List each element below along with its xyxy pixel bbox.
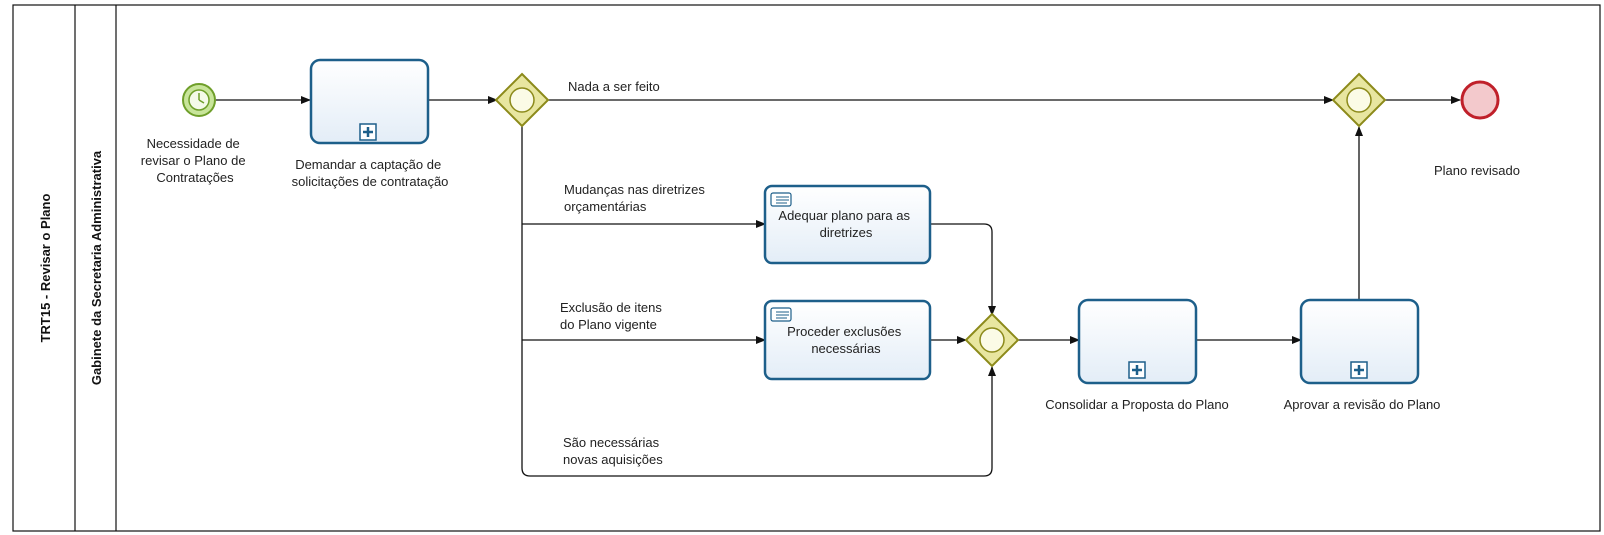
task-proceder[interactable]: Proceder exclusões necessárias — [763, 299, 932, 381]
subprocess-marker-icon — [1350, 361, 1368, 379]
flow-label-exclusao: Exclusão de itens do Plano vigente — [560, 300, 666, 332]
end-event[interactable] — [1460, 80, 1500, 120]
task-demandar[interactable] — [309, 58, 430, 145]
pool-title: TRT15 - Revisar o Plano — [38, 194, 53, 343]
task-adequar-label: Adequar plano para as diretrizes — [778, 208, 913, 240]
flow-label-novas: São necessárias novas aquisições — [563, 435, 663, 467]
flow-label-nada: Nada a ser feito — [568, 79, 660, 94]
task-proceder-label: Proceder exclusões necessárias — [787, 324, 905, 356]
flow-label-mudancas: Mudanças nas diretrizes orçamentárias — [564, 182, 709, 214]
split-gateway[interactable] — [494, 72, 550, 128]
manual-task-icon — [770, 192, 792, 207]
subprocess-marker-icon — [1128, 361, 1146, 379]
task-consolidar[interactable] — [1077, 298, 1198, 385]
task-adequar[interactable]: Adequar plano para as diretrizes — [763, 184, 932, 265]
merge-gateway[interactable] — [1331, 72, 1387, 128]
start-event-label: Necessidade de revisar o Plano de Contra… — [141, 136, 249, 185]
task-demandar-label: Demandar a captação de solicitações de c… — [292, 157, 449, 189]
manual-task-icon — [770, 307, 792, 322]
task-aprovar-label: Aprovar a revisão do Plano — [1284, 397, 1441, 412]
lane-title: Gabinete da Secretaria Administrativa — [89, 150, 104, 385]
task-aprovar[interactable] — [1299, 298, 1420, 385]
start-event[interactable] — [182, 83, 216, 117]
flow-split-branch — [521, 126, 996, 477]
join-gateway[interactable] — [964, 312, 1020, 368]
pool-border — [12, 4, 1601, 532]
flow-adequar-to-gateway — [930, 223, 996, 316]
end-event-label: Plano revisado — [1434, 163, 1520, 178]
task-consolidar-label: Consolidar a Proposta do Plano — [1045, 397, 1229, 412]
subprocess-marker-icon — [359, 123, 377, 141]
